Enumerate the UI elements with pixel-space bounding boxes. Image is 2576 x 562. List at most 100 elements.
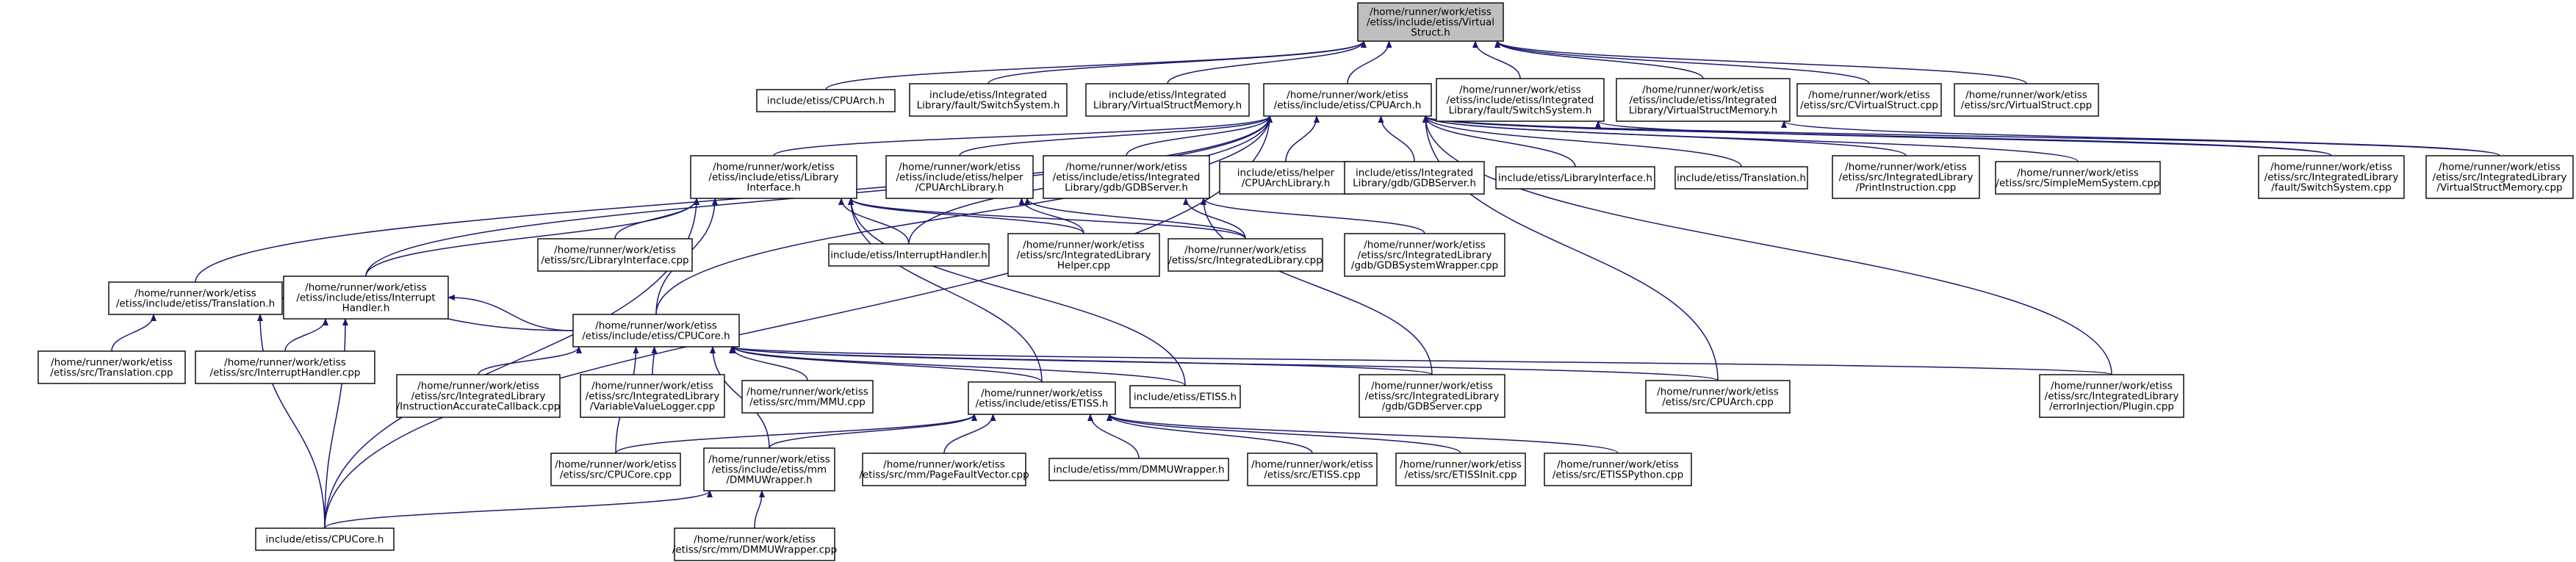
node-label-line: /home/runner/work/etiss [1459,84,1581,96]
dependency-edge [257,314,325,529]
dependency-edge [1087,414,1140,459]
file-node-iac-cpp[interactable]: /home/runner/work/etiss/etiss/src/Integr… [396,374,561,418]
node-label-line: /etiss/src/IntegratedLibrary [1017,250,1151,262]
node-label-line: include/etiss/mm/DMMUWrapper.h [1053,464,1224,476]
edge-etiss_h-to-cpucore_h [730,346,1043,383]
file-node-inc-gdb[interactable]: include/etiss/IntegratedLibrary/gdb/GDBS… [1344,161,1485,195]
edge-etisspy_cpp-to-etiss_h [1107,414,1619,454]
node-label-line: include/etiss/CPUArch.h [767,96,885,107]
file-node-gdbserver-cpp[interactable]: /home/runner/work/etiss/etiss/src/Integr… [1359,374,1505,418]
dependency-edge [1422,115,2079,162]
dependency-edge [769,414,977,449]
node-label-line: /home/runner/work/etiss [1557,459,1679,471]
file-node-inc-interrupt[interactable]: include/etiss/InterruptHandler.h [828,243,990,267]
file-node-inc-cpuarch[interactable]: include/etiss/CPUArch.h [756,89,896,112]
file-node-inc-libiface[interactable]: include/etiss/LibraryInterface.h [1495,166,1655,190]
file-node-errinj-cpp[interactable]: /home/runner/work/etiss/etiss/src/Integr… [2039,374,2184,418]
node-label-line: /etiss/include/etiss/Library [708,172,838,184]
file-node-pfv-cpp[interactable]: /home/runner/work/etiss/etiss/src/mm/Pag… [859,453,1029,486]
file-node-inc-dmmu[interactable]: include/etiss/mm/DMMUWrapper.h [1048,458,1229,481]
file-node-dmmu-cpp[interactable]: /home/runner/work/etiss/etiss/src/mm/DMM… [672,527,837,561]
file-node-il-vsm-cpp[interactable]: /home/runner/work/etiss/etiss/src/Integr… [2425,155,2574,199]
file-node-cpuarch-h[interactable]: /home/runner/work/etiss/etiss/include/et… [1263,83,1432,117]
dependency-edge [710,346,770,449]
file-node-libiface-cpp[interactable]: /home/runner/work/etiss/etiss/src/Librar… [537,238,693,272]
file-node-full-il-vsm[interactable]: /home/runner/work/etiss/etiss/include/et… [1616,78,1791,122]
file-node-translation-cpp[interactable]: /home/runner/work/etiss/etiss/src/Transl… [37,350,186,384]
dependency-edge [1494,40,2027,84]
file-node-print-cpp[interactable]: /home/runner/work/etiss/etiss/src/Integr… [1832,155,1980,199]
file-node-il-fault-cpp[interactable]: /home/runner/work/etiss/etiss/src/Integr… [2258,155,2405,199]
file-node-etissinit-cpp[interactable]: /home/runner/work/etiss/etiss/src/ETISSI… [1395,453,1526,486]
node-box [1796,83,1942,117]
node-box [756,89,896,112]
node-box [1674,166,1808,190]
edge-errinj_cpp-to-cpucore_h [730,346,2112,375]
node-label-line: /etiss/include/etiss/Integrated [1447,95,1594,107]
node-label-line: include/etiss/Translation.h [1677,173,1806,184]
file-node-inc-translation[interactable]: include/etiss/Translation.h [1674,166,1808,190]
file-node-cpucore-cpp[interactable]: /home/runner/work/etiss/etiss/src/CPUCor… [550,453,681,486]
node-box [1616,78,1791,122]
node-label-line: /home/runner/work/etiss [595,320,717,332]
node-label-line: /VirtualStructMemory.cpp [2436,182,2562,194]
file-node-full-il-fault[interactable]: /home/runner/work/etiss/etiss/include/et… [1436,78,1605,122]
node-label-line: /home/runner/work/etiss [1845,162,1967,173]
root-file-node[interactable]: /home/runner/work/etiss/etiss/include/et… [1357,2,1504,42]
file-node-dmmu-h[interactable]: /home/runner/work/etiss/etiss/include/et… [703,447,835,491]
edge-cpuarch_cpp-to-cpucore_h [730,346,1719,381]
edge-vvl_cpp-to-cpucore_h [651,346,658,375]
file-node-etisspy-cpp[interactable]: /home/runner/work/etiss/etiss/src/ETISSP… [1544,453,1692,486]
file-node-etiss-cpp[interactable]: /home/runner/work/etiss/etiss/src/ETISS.… [1247,453,1378,486]
file-node-gdbserver-h[interactable]: /home/runner/work/etiss/etiss/include/et… [1043,155,1210,199]
file-node-vvl-cpp[interactable]: /home/runner/work/etiss/etiss/src/Integr… [580,374,725,418]
file-node-helper-h[interactable]: /home/runner/work/etiss/etiss/include/et… [885,155,1034,199]
node-label-line: /etiss/src/IntegratedLibrary.cpp [1168,255,1323,267]
edge-inc_cpucore-to-translation_h [257,314,325,529]
file-node-vstruct-cpp[interactable]: /home/runner/work/etiss/etiss/src/Virtua… [1954,83,2099,117]
dependency-edge [730,346,2112,375]
dependency-edge [1347,40,1392,84]
node-label-line: /etiss/src/CPUArch.cpp [1662,397,1774,408]
node-label-line: /etiss/src/SimpleMemSystem.cpp [1996,178,2159,190]
file-node-cpuarch-cpp[interactable]: /home/runner/work/etiss/etiss/src/CPUArc… [1645,380,1791,414]
edge-inc_helper-to-cpuarch_h [1285,115,1320,162]
file-node-inc-cpucore[interactable]: include/etiss/CPUCore.h [255,527,395,551]
dependency-edge [284,318,328,352]
file-node-etiss-h[interactable]: /home/runner/work/etiss/etiss/include/et… [968,381,1116,415]
node-label-line: /home/runner/work/etiss [1808,90,1930,101]
file-node-il-cpp[interactable]: /home/runner/work/etiss/etiss/src/Integr… [1168,238,1323,272]
edge-simplemem_cpp-to-cpuarch_h [1422,115,2079,162]
node-box [885,155,1034,199]
node-label-line: /CPUArchLibrary.h [915,182,1004,194]
file-node-libiface-h[interactable]: /home/runner/work/etiss/etiss/include/et… [690,155,857,199]
edge-libiface_h-to-cpuarch_h [773,115,1273,156]
edge-inc_interrupt-to-libiface_h [838,198,910,245]
file-node-inc-etiss[interactable]: include/etiss/ETISS.h [1129,385,1241,408]
dependency-edge [943,414,996,454]
node-label-line: Library/VirtualStructMemory.h [1093,100,1242,112]
file-node-interrupt-cpp[interactable]: /home/runner/work/etiss/etiss/src/Interr… [195,350,375,384]
file-node-interrupt-h[interactable]: /home/runner/work/etiss/etiss/include/et… [283,275,449,320]
file-node-il-helper-cpp[interactable]: /home/runner/work/etiss/etiss/src/Integr… [1007,233,1160,277]
file-node-inc-il-fault[interactable]: include/etiss/IntegratedLibrary/fault/Sw… [909,83,1068,117]
file-node-simplemem-cpp[interactable]: /home/runner/work/etiss/etiss/src/Simple… [1995,161,2161,195]
node-label-line: include/etiss/ETISS.h [1134,392,1237,403]
edge-errinj_cpp-to-cpuarch_h [1422,115,2112,375]
file-node-gdbwrap-cpp[interactable]: /home/runner/work/etiss/etiss/src/Integr… [1344,233,1505,277]
file-node-cpucore-h[interactable]: /home/runner/work/etiss/etiss/include/et… [572,314,740,347]
dependency-edge [1494,40,1870,84]
file-node-inc-il-vsm[interactable]: include/etiss/IntegratedLibrary/VirtualS… [1085,83,1250,117]
dependency-edge [324,490,713,529]
file-node-mmu-cpp[interactable]: /home/runner/work/etiss/etiss/src/mm/MMU… [741,380,874,414]
dependency-edge [730,346,1719,381]
dependency-edge [1201,198,1433,375]
node-box [396,374,561,418]
file-node-inc-helper[interactable]: include/etiss/helper/CPUArchLibrary.h [1219,161,1353,195]
file-node-translation-h[interactable]: /home/runner/work/etiss/etiss/include/et… [108,281,283,315]
node-box [1247,453,1378,486]
file-node-cvstruct-cpp[interactable]: /home/runner/work/etiss/etiss/src/CVirtu… [1796,83,1942,117]
node-label-line: /etiss/src/IntegratedLibrary [411,391,546,403]
dependency-edge [651,346,658,375]
